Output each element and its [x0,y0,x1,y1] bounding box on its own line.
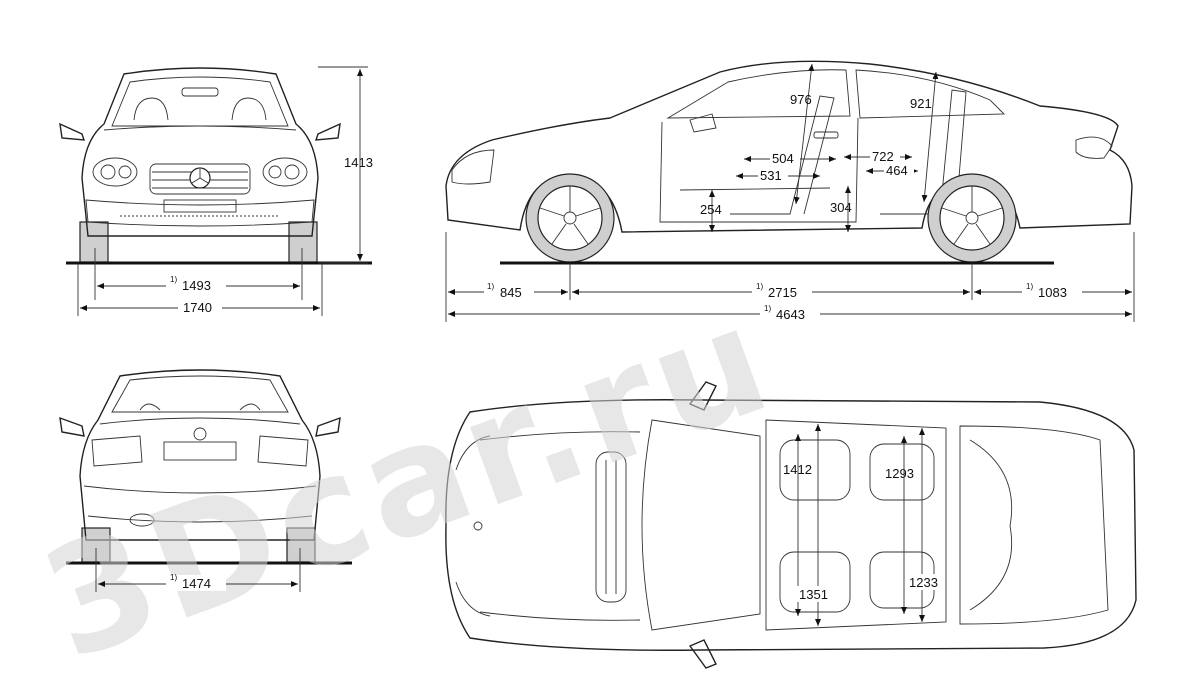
exhaust-icon [129,513,155,527]
front-side-window [666,69,851,119]
rear-mirror [181,87,219,97]
side-taillamp [1075,136,1113,159]
front-seat-depth-label: 504 [772,151,794,166]
front-track-footnote: 1) [170,275,177,284]
right-headlamp [262,157,308,187]
left-mirror [59,122,86,141]
front-right-seat [779,551,851,613]
length-footnote: 1) [764,304,771,313]
rear-seat-depth-label: 464 [886,163,908,178]
rear-track-footnote: 1) [170,573,177,582]
front-wheel [525,173,615,263]
side-mirror [689,113,717,133]
side-dimensions: 1) 845 1) 2715 1) 1083 1) 4643 976 921 5… [445,63,1135,322]
front-headroom-label: 976 [790,92,812,107]
left-taillamp [91,435,143,467]
front-body-outline [81,67,319,237]
front-left-wheel [79,221,109,263]
front-shoulder-width-label: 1412 [783,462,812,477]
rear-plate [163,441,237,461]
rear-dimensions: 1) 1474 [95,548,301,592]
length-label: 4643 [776,307,805,322]
front-overhang-footnote: 1) [487,282,494,291]
front-legroom-label: 531 [760,168,782,183]
rear-headroom-label: 921 [910,96,932,111]
rear-seat [880,89,967,215]
side-body-outline [445,60,1133,233]
front-width-label: 1740 [183,300,212,315]
rear-view [59,369,352,565]
rear-shoulder-width-label: 1293 [885,466,914,481]
front-seat-height-label: 254 [700,202,722,217]
front-track-label: 1493 [182,278,211,293]
top-body-outline [445,399,1137,651]
rear-left-mirror [59,416,85,437]
hood-vent [595,451,627,603]
rear-deck [959,425,1109,625]
top-dimensions: 1412 1351 1293 1233 [781,424,941,626]
rear-overhang-footnote: 1) [1026,282,1033,291]
rear-window [111,375,289,413]
rear-hip-width-label: 1233 [909,575,938,590]
watermark: 3Dcar.ru [23,271,794,694]
front-height-label: 1413 [344,155,373,170]
top-left-mirror [688,381,717,411]
wheelbase-label: 2715 [768,285,797,300]
front-view [59,67,372,265]
front-seat [730,95,835,215]
rear-overhang-label: 1083 [1038,285,1067,300]
side-headlamp [451,149,495,185]
rear-wheel [927,173,1017,263]
rear-track-label: 1474 [182,576,211,591]
front-grille [149,163,251,195]
rear-seat-height-label: 304 [830,200,852,215]
top-brand-star-icon [473,521,483,531]
door-handle [813,131,839,139]
left-headlamp [92,157,138,187]
right-taillamp [257,435,309,467]
front-hip-width-label: 1351 [799,587,828,602]
rear-body-outline [79,369,321,541]
rear-right-mirror [315,416,341,437]
front-dimensions: 1413 1) 1493 1740 [77,66,373,316]
seat-left [133,97,169,121]
side-view [445,60,1133,265]
wheelbase-footnote: 1) [756,282,763,291]
top-view [445,381,1137,669]
seat-right [231,97,267,121]
top-right-mirror [688,639,717,669]
top-windshield [641,419,761,631]
cabin-outline [765,419,947,631]
rear-side-window [855,69,1006,119]
rear-legroom-label: 722 [872,149,894,164]
right-mirror [314,122,341,141]
door-outline [659,117,859,223]
front-overhang-label: 845 [500,285,522,300]
windshield [111,76,289,127]
front-plate [163,199,237,213]
rear-brand-star-icon [193,427,207,441]
